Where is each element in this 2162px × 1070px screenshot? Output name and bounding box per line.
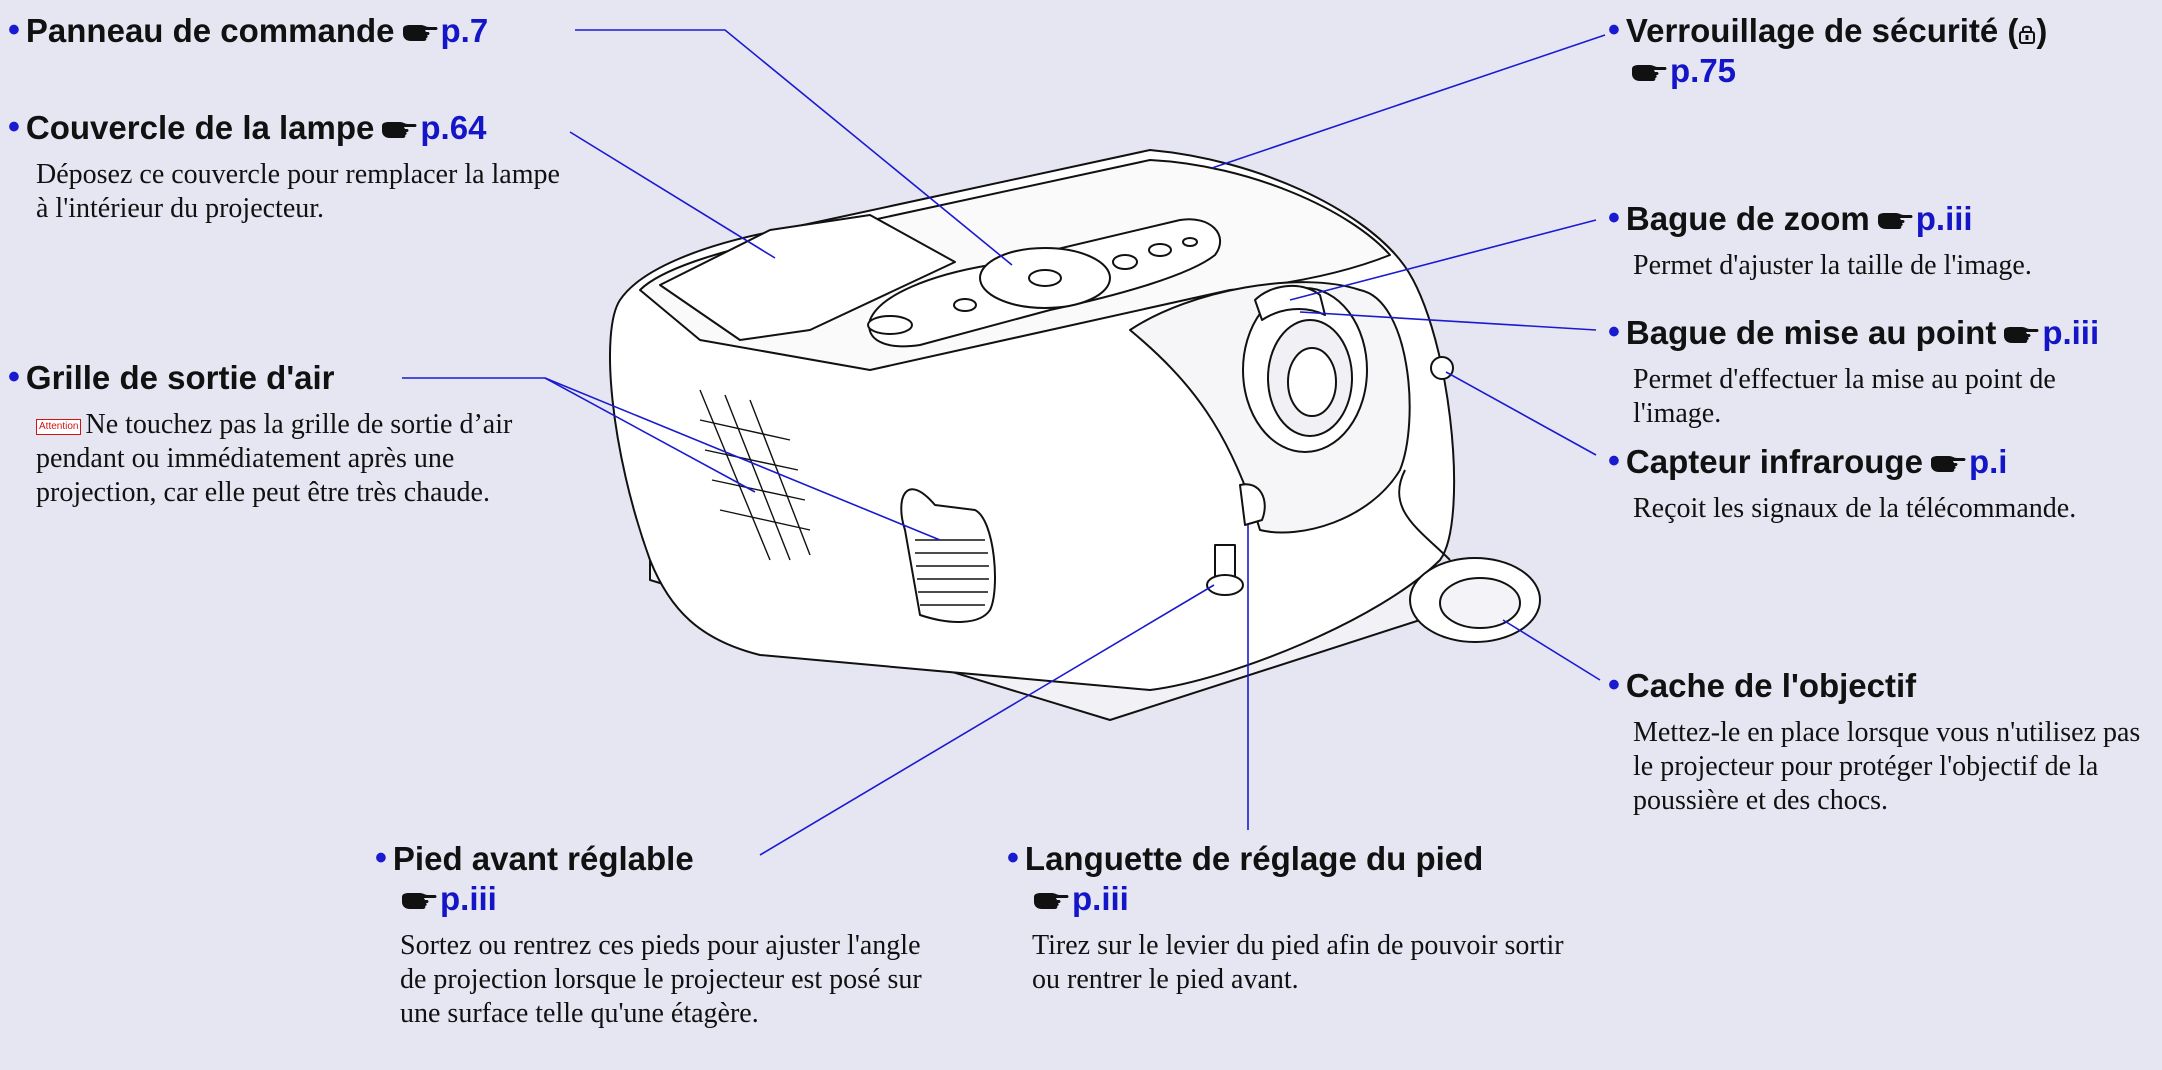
- foot-lever-ref-link[interactable]: p.iii: [1072, 880, 1129, 917]
- callout-lens-cap: •Cache de l'objectif Mettez-le en place …: [1608, 665, 2158, 818]
- pointing-hand-icon: [1929, 453, 1967, 475]
- lamp-cover-ref-link[interactable]: p.64: [420, 109, 487, 146]
- lamp-cover-title: Couvercle de la lampe: [25, 109, 375, 146]
- pointing-hand-icon: [401, 22, 439, 44]
- zoom-ring-title: Bague de zoom: [1625, 200, 1870, 237]
- pointing-hand-icon: [1876, 210, 1914, 232]
- lamp-cover: [659, 214, 956, 341]
- front-foot: [1206, 574, 1244, 596]
- attention-badge: Attention: [36, 419, 82, 435]
- pointing-hand-icon: [400, 890, 438, 912]
- zoom-ring-description: Permet d'ajuster la taille de l'image.: [1633, 250, 2032, 281]
- foot-lever-description: Tirez sur le levier du pied afin de pouv…: [1032, 930, 1564, 995]
- focus-ring-ref-link[interactable]: p.iii: [2042, 314, 2100, 351]
- focus-ring-description: Permet d'effectuer la mise au point de l…: [1633, 364, 2056, 429]
- control-panel-ref-link[interactable]: p.7: [440, 12, 489, 49]
- zoom-ring: [1254, 284, 1326, 321]
- zoom-ring-ref-link[interactable]: p.iii: [1915, 200, 1973, 237]
- foot-lever-title: Languette de réglage du pied: [1024, 840, 1484, 877]
- callout-foot-lever: •Languette de réglage du pied p.iii Tire…: [1007, 838, 1587, 997]
- lock-icon: [2019, 25, 2036, 44]
- ir-sensor-ref-link[interactable]: p.i: [1968, 443, 2008, 480]
- air-exhaust-grille: [900, 488, 996, 623]
- callout-front-foot: •Pied avant réglable p.iii Sortez ou ren…: [375, 838, 935, 1031]
- security-lock-title: Verrouillage de sécurité (: [1625, 12, 2019, 49]
- lens-cap-title: Cache de l'objectif: [1625, 667, 1917, 704]
- pointing-hand-icon: [2002, 324, 2040, 346]
- front-foot-title: Pied avant réglable: [392, 840, 694, 877]
- lamp-cover-description: Déposez ce couvercle pour remplacer la l…: [36, 159, 560, 224]
- front-foot-ref-link[interactable]: p.iii: [440, 880, 497, 917]
- pointing-hand-icon: [1630, 62, 1668, 84]
- pointing-hand-icon: [380, 119, 418, 141]
- front-foot-description: Sortez ou rentrez ces pieds pour ajuster…: [400, 930, 922, 1029]
- lens-cap-description: Mettez-le en place lorsque vous n'utilis…: [1633, 717, 2141, 816]
- control-panel-title: Panneau de commande: [25, 12, 395, 49]
- ir-sensor-title: Capteur infrarouge: [1625, 443, 1923, 480]
- security-lock-ref-link[interactable]: p.75: [1670, 52, 1737, 89]
- ir-sensor-description: Reçoit les signaux de la télécommande.: [1633, 493, 2077, 524]
- focus-ring-title: Bague de mise au point: [1625, 314, 1997, 351]
- pointing-hand-icon: [1032, 890, 1070, 912]
- callout-security-lock: •Verrouillage de sécurité () p.75: [1608, 11, 2048, 89]
- air-exhaust-title: Grille de sortie d'air: [25, 359, 335, 396]
- air-exhaust-description: Ne touchez pas la grille de sortie d’air…: [36, 409, 513, 508]
